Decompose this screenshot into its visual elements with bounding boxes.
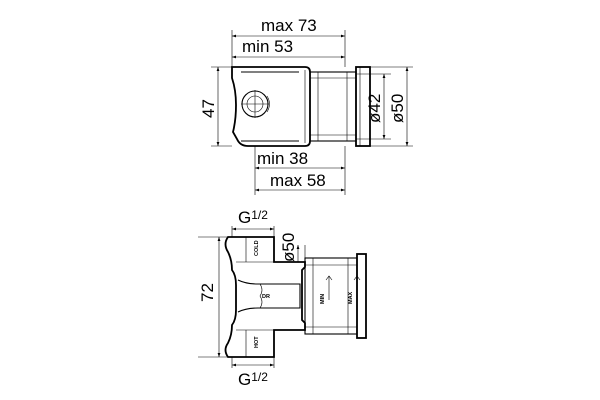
max-arrow-icon <box>353 275 361 302</box>
top-cover-flange <box>355 66 371 147</box>
label-hot: HOT <box>254 336 260 348</box>
min-arrow-icon <box>325 275 333 300</box>
thread-label-bottom: G1/2 <box>238 370 268 389</box>
bottom-view: G1/2 G1/2 ø50 72 COLD HOT DR MIN MAX <box>198 208 367 389</box>
label-dr: DR <box>262 294 270 300</box>
dim-label-47: 47 <box>199 99 218 118</box>
dim-label-min-38: min 38 <box>257 149 308 168</box>
top-body-outline <box>231 66 311 147</box>
dim-label-d42: ø42 <box>365 94 384 123</box>
label-cold: COLD <box>254 240 260 256</box>
dim-label-d50-bottom: ø50 <box>279 233 298 262</box>
top-extension-collar <box>309 71 357 142</box>
top-valve-knob-icon <box>241 90 270 118</box>
bottom-cover-flange <box>356 253 367 339</box>
label-min: MIN <box>320 294 326 304</box>
label-max: MAX <box>348 291 354 304</box>
thread-label-top: G1/2 <box>238 208 268 227</box>
dim-label-d50: ø50 <box>388 94 407 123</box>
dim-label-max-73: max 73 <box>261 16 317 35</box>
dim-label-max-58: max 58 <box>270 171 326 190</box>
dim-label-min-53: min 53 <box>242 37 293 56</box>
top-view: max 73 min 53 47 ø42 ø50 min 38 max 58 <box>199 16 413 195</box>
dim-label-72: 72 <box>198 283 217 302</box>
